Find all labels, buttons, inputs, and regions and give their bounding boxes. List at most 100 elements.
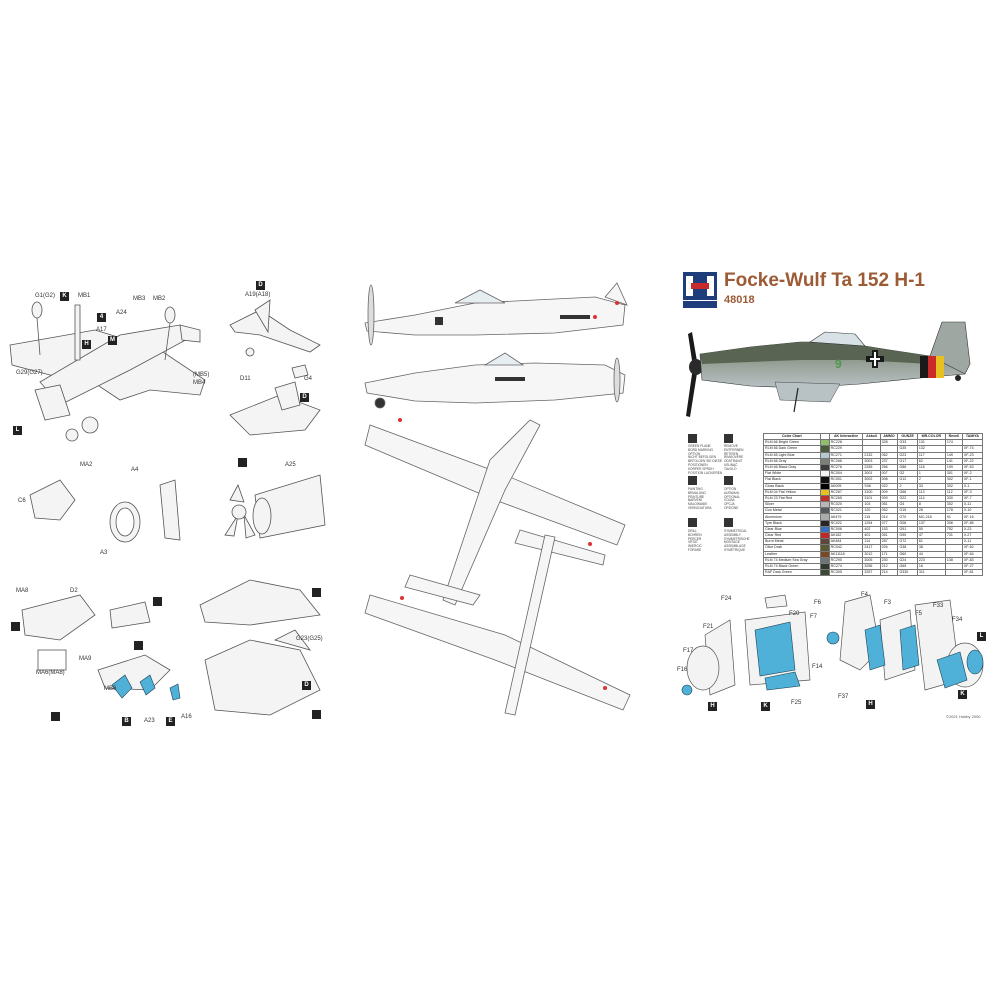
label-f37: F37 <box>838 694 849 700</box>
label-a19: A19(A18) <box>245 292 271 298</box>
brand-logo-mark <box>683 272 717 308</box>
side-view-bottom <box>364 362 626 404</box>
label-f16: F16 <box>677 667 688 673</box>
label-a3: A3 <box>100 550 108 556</box>
product-title: Focke-Wulf Ta 152 H-1 <box>724 270 925 291</box>
brand-logo <box>683 272 717 308</box>
label-g4: G4 <box>304 376 313 382</box>
label-ma9: MA9 <box>79 656 92 662</box>
label-a4: A4 <box>131 467 139 473</box>
label-a25: A25 <box>285 462 296 468</box>
label-d2: D2 <box>70 588 78 594</box>
step-marker-4: 4 <box>97 313 106 322</box>
label-ma2: MA2 <box>80 462 93 468</box>
color-code-cell: 311 <box>916 569 946 577</box>
label-f3: F3 <box>884 600 892 606</box>
step-marker-d: D <box>256 281 265 290</box>
label-a24: A24 <box>116 310 127 316</box>
label-f6: F6 <box>814 600 822 606</box>
svg-text:9: 9 <box>835 357 842 371</box>
color-code-cell: 3257 <box>862 569 881 577</box>
drill-marker-icon <box>238 458 247 467</box>
label-g29: G29(G27) <box>16 370 43 376</box>
copyright-text: ©2021 Hobby 2000 <box>946 714 981 719</box>
detail-assembly-right <box>681 594 984 696</box>
label-f20: F20 <box>789 611 800 617</box>
color-chart-header-cell: AK Interactive <box>828 432 864 441</box>
step-marker-e: E <box>166 717 175 726</box>
kit-number: 48018 <box>724 294 755 306</box>
step-marker-l: L <box>13 426 22 435</box>
option-star-icon-3 <box>134 641 143 650</box>
label-mb6: MB6 <box>104 686 117 692</box>
marking-views-middle <box>364 282 631 716</box>
color-code-cell: G330 <box>897 569 918 577</box>
label-f7: F7 <box>810 614 818 620</box>
step-marker-h-detail-2: H <box>866 700 875 709</box>
color-code-cell: XF-81 <box>961 569 984 577</box>
color-code-cell: 214 <box>879 569 899 577</box>
step-marker-k: K <box>60 292 69 301</box>
label-ma6: MA6(MA8) <box>36 670 65 676</box>
label-f5: F5 <box>915 611 923 617</box>
label-c6: C6 <box>18 498 26 504</box>
option-star-icon-2 <box>153 597 162 606</box>
aircraft-profile: 9 <box>686 321 971 417</box>
step-marker-k-detail-2: K <box>958 690 967 699</box>
step-marker-h: H <box>82 340 91 349</box>
color-code-cell: RC305 <box>828 569 864 577</box>
label-a17: A17 <box>96 327 107 333</box>
label-f34: F34 <box>952 617 963 623</box>
label-mb3: MB3 <box>133 296 146 302</box>
color-swatch <box>819 569 830 577</box>
color-code-cell <box>944 569 963 577</box>
label-a23: A23 <box>144 718 155 724</box>
label-f14: F14 <box>812 664 823 670</box>
remove-marker-icon <box>312 588 321 597</box>
step-marker-b: B <box>122 717 131 726</box>
option-legend-icon <box>724 434 733 443</box>
step-marker-l-detail: L <box>977 632 986 641</box>
remove-legend-icon <box>724 476 733 485</box>
remove-marker-icon-2 <box>312 710 321 719</box>
assembly-drawings-left <box>9 299 326 716</box>
color-name-cell: RAF Dark Green <box>763 569 821 577</box>
wing-plan-lower <box>364 594 631 711</box>
label-f25: F25 <box>791 700 802 706</box>
label-mb5: (MB5) <box>193 372 210 378</box>
label-f33: F33 <box>933 603 944 609</box>
side-view-top <box>364 296 626 336</box>
label-f24: F24 <box>721 596 732 602</box>
step-marker-d3: D <box>302 681 311 690</box>
symmetric-legend-icon <box>724 518 733 527</box>
label-g1: G1(G2) <box>35 293 56 299</box>
label-ma8: MA8 <box>16 588 29 594</box>
label-d11: D11 <box>240 376 251 382</box>
step-marker-m: M <box>108 336 117 345</box>
label-mb1: MB1 <box>78 293 91 299</box>
label-mb4: MB4 <box>193 380 206 386</box>
option-star-icon-4 <box>51 712 60 721</box>
label-f4: F4 <box>861 592 869 598</box>
paint-legend-icon <box>688 476 697 485</box>
label-g23: G23(G25) <box>296 636 323 642</box>
step-marker-h-detail: H <box>708 702 717 711</box>
step-marker-d2: D <box>300 393 309 402</box>
label-f17: F17 <box>683 648 694 654</box>
